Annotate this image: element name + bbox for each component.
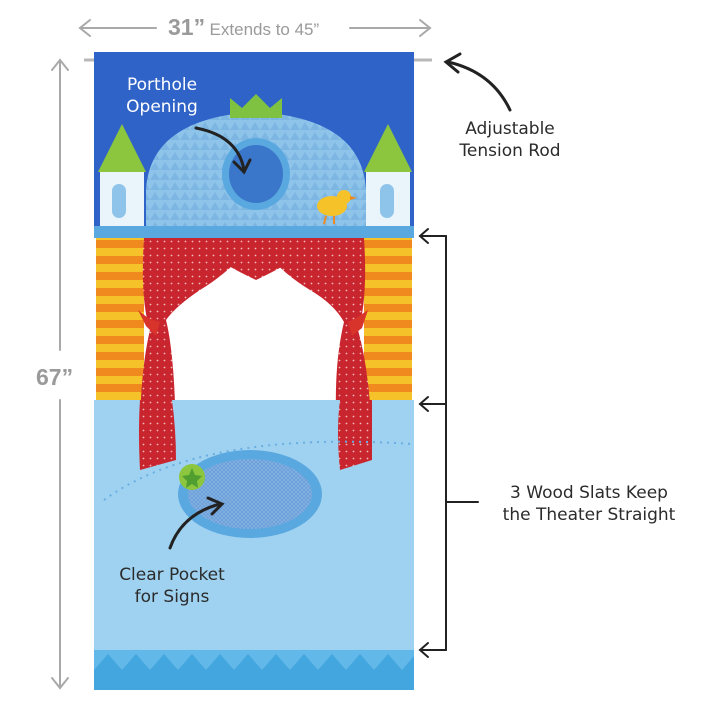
left-stripe-panel	[96, 238, 144, 400]
pocket-callout-arrow	[168, 496, 225, 550]
width-value: 31”	[168, 14, 206, 40]
right-tower-window	[380, 184, 394, 218]
slats-label-line2: the Theater Straight	[502, 505, 676, 525]
porthole-label: Porthole Opening	[112, 74, 212, 118]
star-icon	[179, 464, 205, 490]
slats-bracket	[418, 228, 479, 658]
crown-icon	[230, 94, 282, 118]
slats-label-line1: 3 Wood Slats Keep	[510, 483, 668, 503]
porthole-label-line1: Porthole	[126, 75, 198, 95]
curtain-swag	[144, 238, 364, 280]
left-tower-window	[112, 184, 126, 218]
tension-rod-label: Adjustable Tension Rod	[450, 118, 570, 162]
left-tower-roof	[98, 124, 146, 172]
pocket-label-line2: for Signs	[134, 587, 210, 607]
porthole-label-line2: Opening	[126, 97, 198, 117]
zigzag-border	[94, 654, 414, 690]
right-tower-roof	[364, 124, 412, 172]
tension-rod-callout-arrow	[443, 52, 512, 112]
right-stripe-panel	[364, 238, 412, 400]
tension-rod-label-line1: Adjustable	[465, 119, 555, 139]
clear-pocket-window	[188, 459, 312, 529]
pocket-label-line1: Clear Pocket	[119, 565, 225, 585]
pocket-label: Clear Pocket for Signs	[108, 564, 236, 608]
upper-slat-band	[94, 226, 414, 238]
height-dimension-arrow	[51, 58, 69, 690]
width-dimension-arrow	[78, 19, 432, 37]
width-dimension-label: 31” Extends to 45”	[168, 14, 319, 41]
height-dimension-label: 67”	[36, 362, 74, 393]
right-curtain-tail	[338, 400, 372, 470]
porthole-callout-arrow	[194, 126, 252, 175]
width-extends: Extends to 45”	[209, 20, 320, 39]
left-curtain-tail	[139, 400, 176, 470]
tension-rod-label-line2: Tension Rod	[459, 141, 561, 161]
right-tie-bow	[348, 310, 368, 336]
slats-label: 3 Wood Slats Keep the Theater Straight	[484, 482, 694, 526]
bird-icon	[317, 190, 357, 225]
left-tie-bow	[138, 310, 160, 336]
